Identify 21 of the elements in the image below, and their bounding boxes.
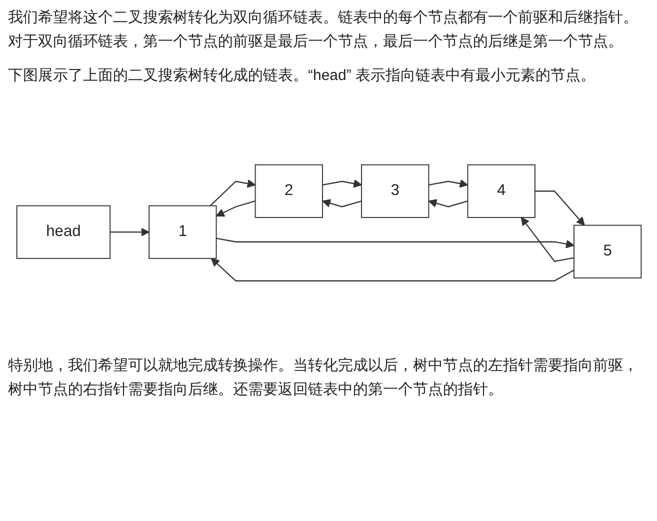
node-box — [148, 205, 216, 260]
node-box — [360, 164, 429, 218]
paragraph-text: 我们希望将这个二叉搜索树转化为双向循环链表。链表中的每个节点都有一个前驱和后继指针。对于双向循环链表，第一个节点的前驱是最后一个节点，最后一个节点的后继是第一个节点。 — [8, 8, 639, 52]
node-box — [16, 205, 110, 260]
arrow — [428, 179, 468, 188]
arrow — [209, 179, 256, 206]
arrow — [322, 179, 362, 188]
arrow — [216, 238, 574, 248]
arrow — [215, 200, 255, 217]
paragraph-text: 下图展示了上面的二叉搜索树转化成的链表。“head” 表示指向链表中有最小元素的节点。 — [8, 66, 597, 86]
arrow — [534, 190, 584, 226]
arrow — [110, 228, 149, 237]
arrow — [428, 199, 468, 208]
node-box — [572, 224, 642, 279]
node-box — [466, 164, 535, 218]
arrow — [520, 217, 574, 262]
linked-list-diagram: head 1 2 3 4 5 — [8, 157, 648, 289]
arrow — [210, 258, 574, 282]
paragraph-text: 特别地，我们希望可以就地完成转换操作。当转化完成以后，树中节点的左指针需要指向前驱，树中节点的右指针需要指向后继。还需要返回链表中的第一个节点的指针。 — [8, 356, 639, 400]
node-box — [254, 164, 322, 218]
arrow — [322, 199, 362, 208]
